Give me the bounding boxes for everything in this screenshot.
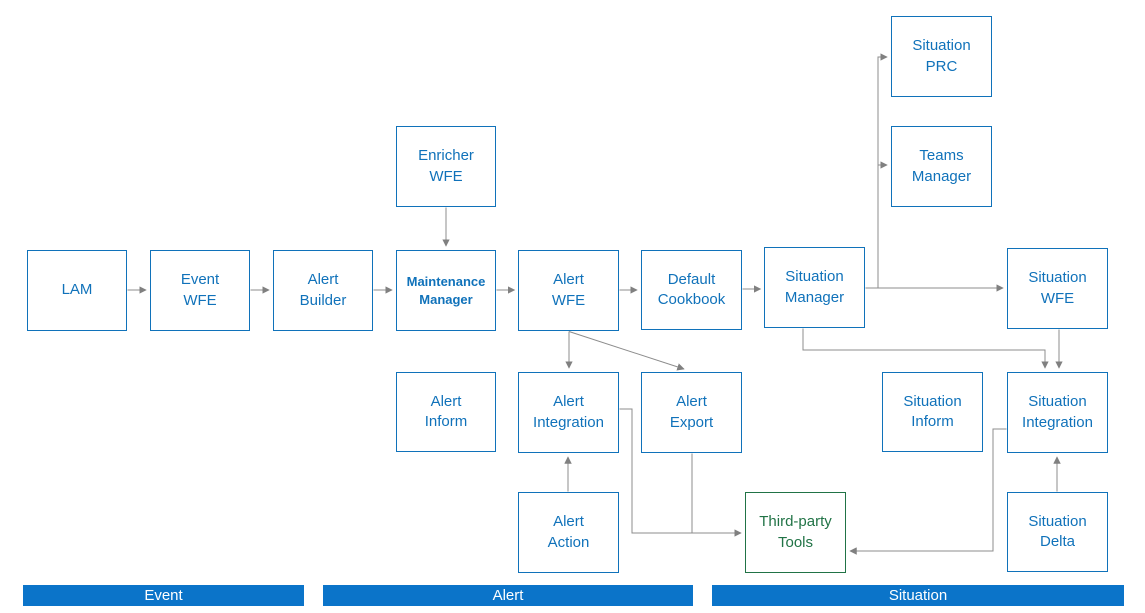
node-maintenance-manager-label: Maintenance Manager bbox=[406, 273, 486, 307]
node-event-wfe: Event WFE bbox=[150, 250, 250, 331]
node-situation-delta: Situation Delta bbox=[1007, 492, 1108, 572]
node-situation-integration: Situation Integration bbox=[1007, 372, 1108, 453]
node-situation-manager: Situation Manager bbox=[764, 247, 865, 328]
lane-situation-label: Situation bbox=[888, 587, 948, 604]
node-situation-inform-label: Situation Inform bbox=[903, 392, 962, 430]
lane-event-label: Event bbox=[144, 587, 183, 604]
node-maintenance-manager: Maintenance Manager bbox=[396, 250, 496, 331]
node-alert-integration-label: Alert Integration bbox=[533, 393, 604, 431]
node-alert-builder-label: Alert Builder bbox=[299, 271, 347, 309]
node-situation-delta-label: Situation Delta bbox=[1028, 512, 1087, 550]
node-situation-manager-label: Situation Manager bbox=[784, 268, 845, 306]
connector-situation-manager-to-situation-integration bbox=[802, 328, 1049, 369]
node-alert-inform: Alert Inform bbox=[396, 372, 496, 452]
node-lam: LAM bbox=[27, 250, 127, 331]
node-default-cookbook: Default Cookbook bbox=[641, 250, 742, 330]
lane-alert: Alert bbox=[323, 585, 693, 606]
node-default-cookbook-label: Default Cookbook bbox=[657, 270, 726, 308]
node-alert-action: Alert Action bbox=[518, 492, 619, 573]
node-event-wfe-label: Event WFE bbox=[180, 271, 220, 309]
node-third-party-tools: Third-party Tools bbox=[745, 492, 846, 573]
node-enricher-wfe-label: Enricher WFE bbox=[418, 147, 474, 185]
connector-alert-wfe-to-alert-export bbox=[568, 331, 685, 371]
connector-situation-manager-to-situation-prc bbox=[877, 53, 888, 288]
node-teams-manager: Teams Manager bbox=[891, 126, 992, 207]
node-alert-action-label: Alert Action bbox=[547, 513, 590, 551]
node-alert-wfe: Alert WFE bbox=[518, 250, 619, 331]
node-alert-builder: Alert Builder bbox=[273, 250, 373, 331]
node-alert-export: Alert Export bbox=[641, 372, 742, 453]
node-enricher-wfe: Enricher WFE bbox=[396, 126, 496, 207]
lane-situation: Situation bbox=[712, 585, 1124, 606]
node-alert-export-label: Alert Export bbox=[669, 393, 714, 431]
lane-event: Event bbox=[23, 585, 304, 606]
node-alert-inform-label: Alert Inform bbox=[424, 392, 468, 430]
node-lam-label: LAM bbox=[61, 281, 93, 299]
node-situation-integration-label: Situation Integration bbox=[1022, 393, 1093, 431]
node-situation-prc-label: Situation PRC bbox=[912, 37, 971, 75]
node-situation-wfe-label: Situation WFE bbox=[1028, 269, 1087, 307]
node-teams-manager-label: Teams Manager bbox=[911, 147, 972, 185]
connector-alert-integration-to-third-party-tools bbox=[619, 408, 742, 537]
node-third-party-tools-label: Third-party Tools bbox=[759, 513, 832, 551]
node-situation-inform: Situation Inform bbox=[882, 372, 983, 452]
node-alert-integration: Alert Integration bbox=[518, 372, 619, 453]
node-alert-wfe-label: Alert WFE bbox=[551, 271, 586, 309]
node-situation-wfe: Situation WFE bbox=[1007, 248, 1108, 329]
lane-alert-label: Alert bbox=[492, 587, 524, 604]
connector-situation-integration-to-third-party-tools bbox=[849, 428, 1007, 555]
node-situation-prc: Situation PRC bbox=[891, 16, 992, 97]
